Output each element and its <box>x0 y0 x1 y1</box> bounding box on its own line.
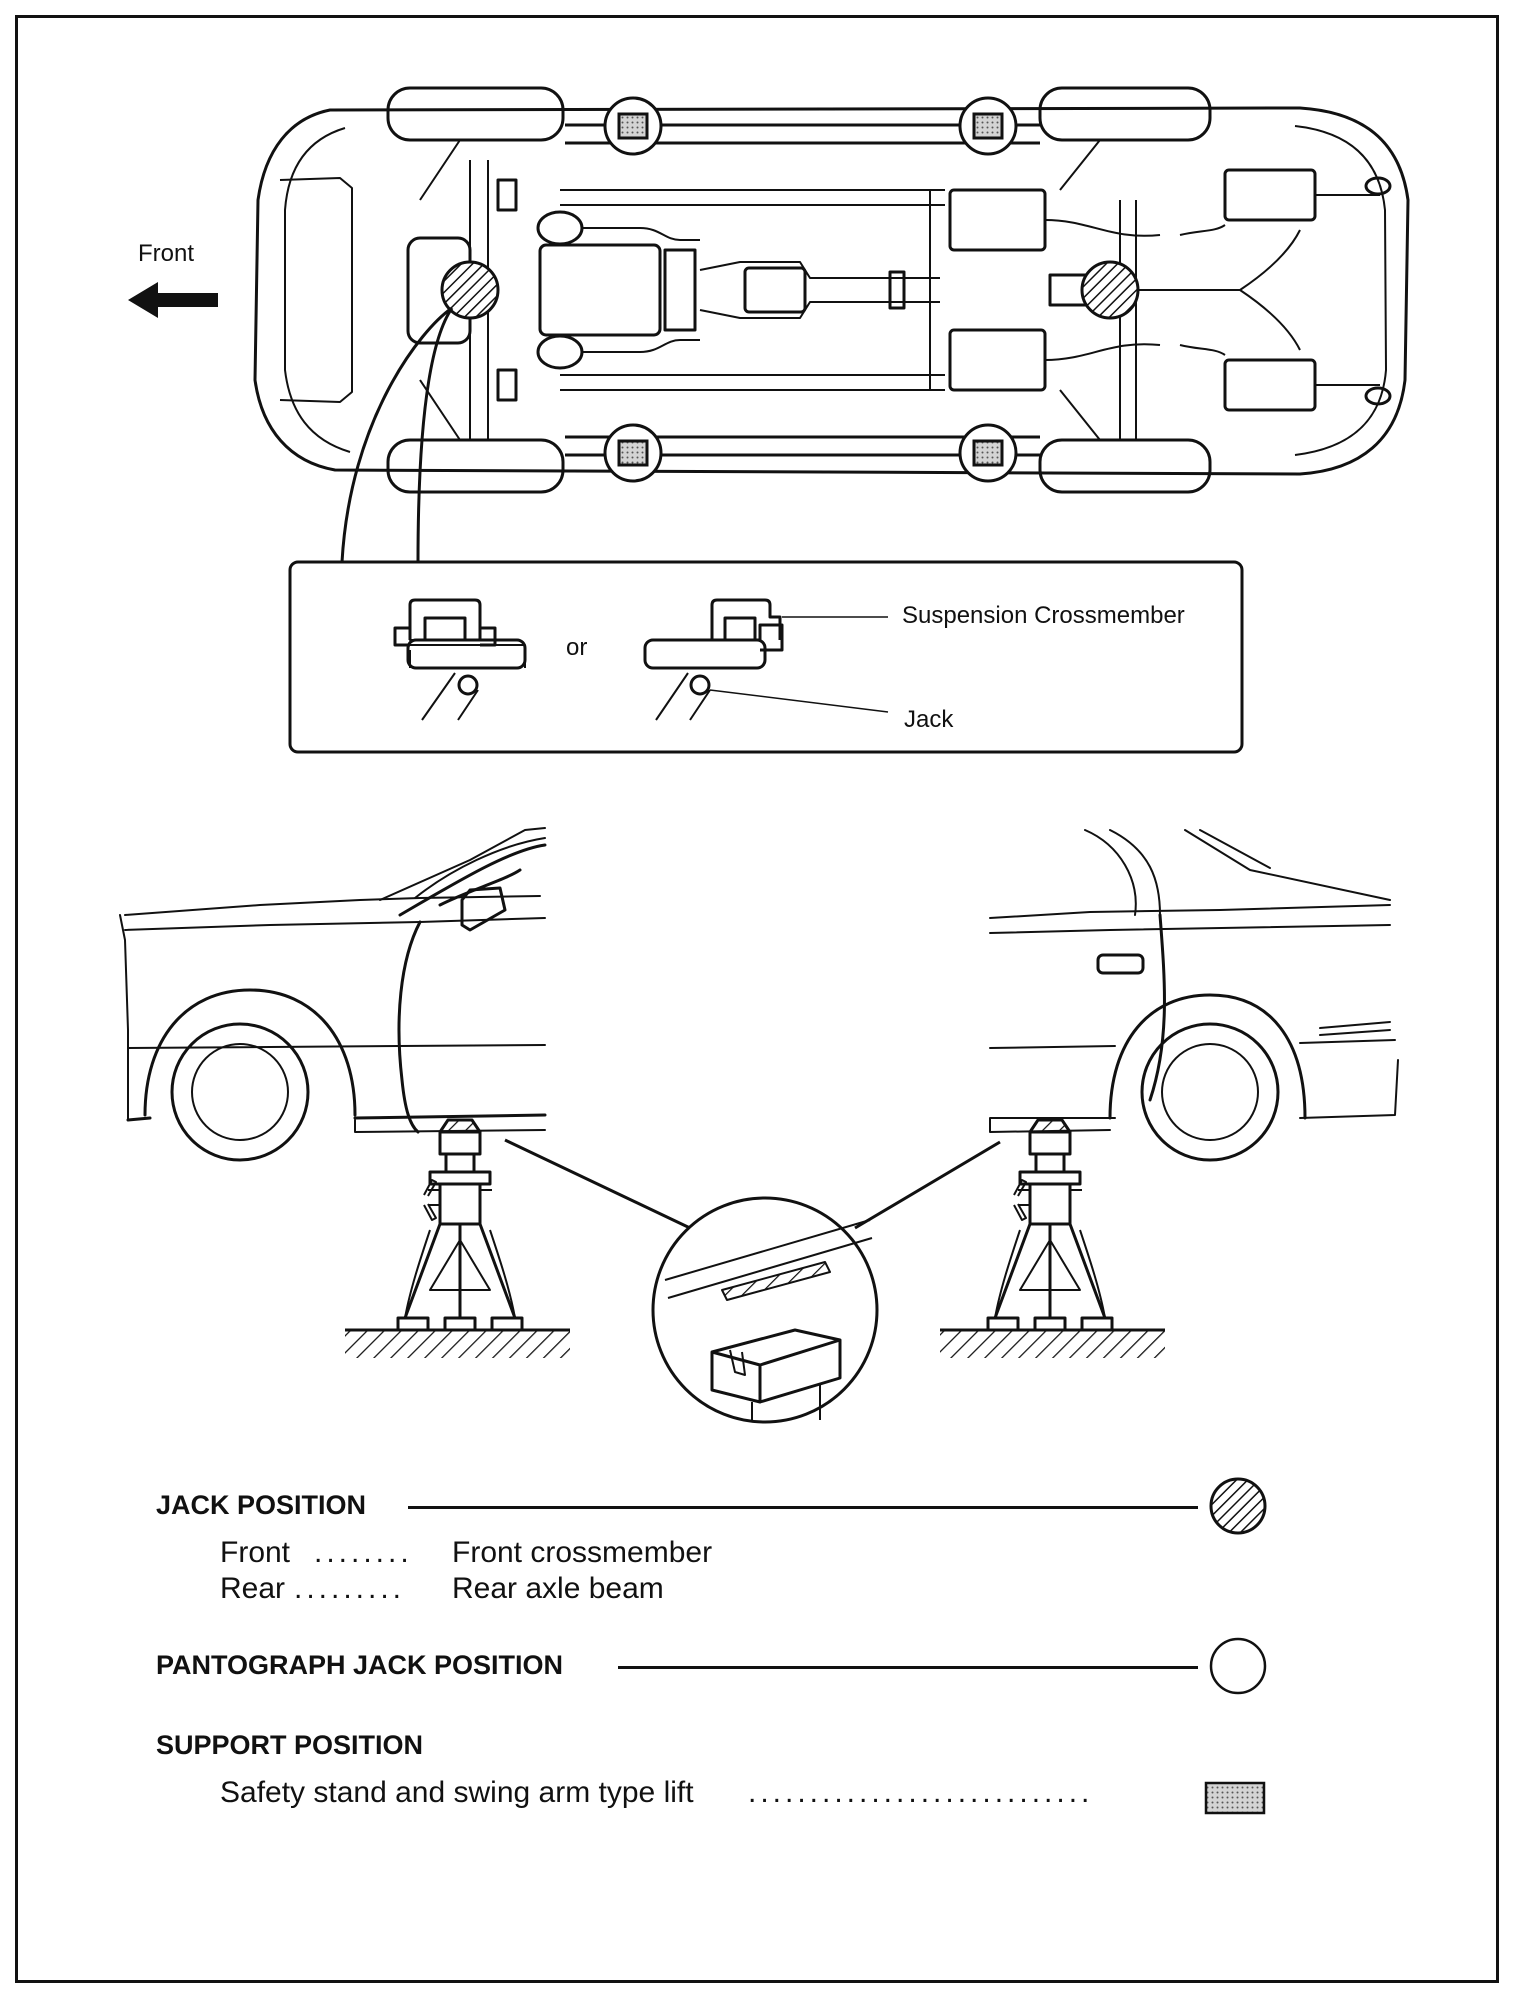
tire-rear-left <box>1038 86 1212 142</box>
jack-front-value: Front crossmember <box>452 1536 713 1569</box>
tire-rear-right <box>1038 438 1212 494</box>
jack-rear-leader: ......... <box>294 1572 406 1605</box>
callout-wedge <box>340 306 454 563</box>
ground-rear <box>940 1330 1165 1358</box>
support-leader: ............................ <box>748 1776 1094 1809</box>
support-points <box>603 96 1018 483</box>
page-frame <box>15 15 1499 1983</box>
support-point-rr <box>972 439 1004 467</box>
pantograph-heading: PANTOGRAPH JACK POSITION <box>156 1650 564 1680</box>
jack-point-front <box>440 260 500 320</box>
or-label: or <box>566 634 588 661</box>
stand-head-magnifier <box>504 1138 1001 1424</box>
support-heading: SUPPORT POSITION <box>156 1730 424 1760</box>
jack-position-heading: JACK POSITION <box>156 1490 367 1520</box>
jack-rear-label: Rear <box>220 1572 286 1605</box>
ground-front <box>345 1330 570 1358</box>
safety-stand-front <box>396 1118 524 1332</box>
body-outline <box>253 106 1410 476</box>
legend-pantograph-symbol-icon <box>1209 1637 1267 1695</box>
support-point-fr <box>617 439 649 467</box>
crossmember-label: Suspension Crossmember <box>902 602 1185 629</box>
front-direction-label: Front <box>138 240 195 267</box>
support-point-fl <box>617 112 649 140</box>
front-arrow-icon <box>128 282 218 318</box>
tire-front-right <box>386 438 565 494</box>
legend-support-symbol-icon <box>1204 1781 1266 1815</box>
legend-jack-symbol-icon <box>1209 1477 1267 1535</box>
safety-stand-rear <box>986 1118 1114 1332</box>
pantograph-rule <box>618 1666 1198 1669</box>
jack-front-leader: ........ <box>314 1536 413 1569</box>
side-view <box>119 827 1399 1162</box>
tire-front-left <box>386 86 565 142</box>
jack-front-label: Front <box>220 1536 291 1569</box>
jack-point-rear <box>1080 260 1140 320</box>
underbody-view <box>253 86 1410 494</box>
jack-label: Jack <box>904 706 954 733</box>
jack-rear-value: Rear axle beam <box>452 1572 664 1605</box>
crossmember-detail <box>288 560 1244 754</box>
support-point-rl <box>972 112 1004 140</box>
support-item: Safety stand and swing arm type lift <box>220 1776 694 1809</box>
jack-position-rule <box>408 1506 1198 1509</box>
